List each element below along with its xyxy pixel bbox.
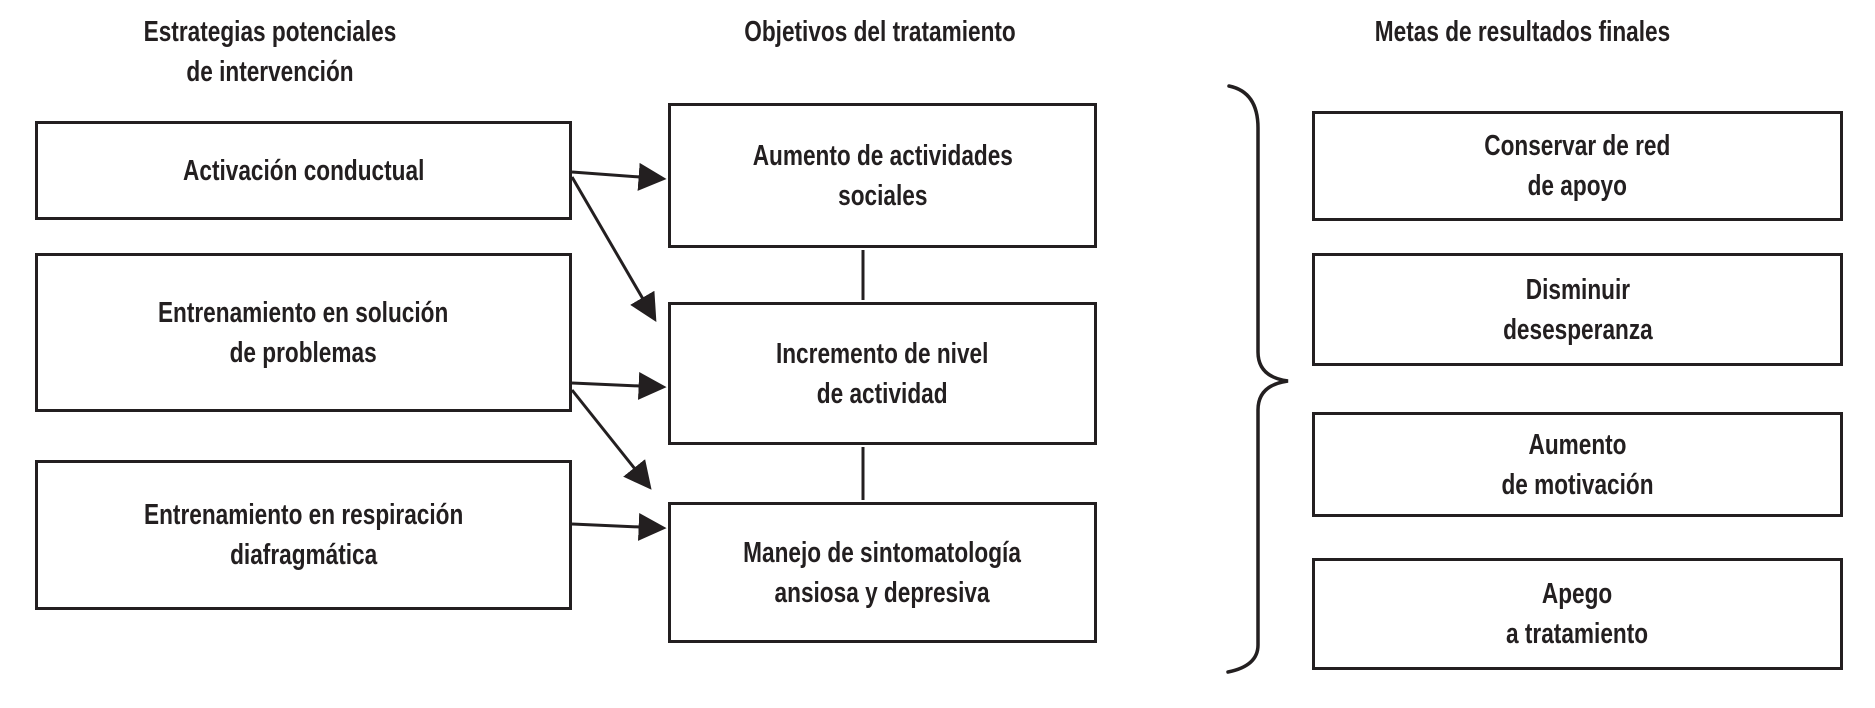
goal-box-apego-tratamiento: Apego a tratamiento [1312,558,1843,670]
goal-box-aumento-motivacion: Aumento de motivación [1312,412,1843,517]
box-label-line: Aumento [1528,428,1627,461]
box-label-line: Disminuir [1525,273,1630,306]
objective-box-sintomatologia: Manejo de sintomatología ansiosa y depre… [668,502,1097,643]
box-label-line: de actividad [817,377,948,410]
column-header-text: Objetivos del tratamiento [708,12,1051,52]
box-label-line: sociales [837,179,928,212]
box-label: Aumento de actividades sociales [752,136,1012,216]
column-header-metas: Metas de resultados finales [1255,12,1790,52]
box-label: Apego a tratamiento [1506,574,1648,654]
box-label: Aumento de motivación [1501,425,1653,505]
strategy-box-respiracion-diafragmatica: Entrenamiento en respiración diafragmáti… [35,460,572,610]
objective-box-actividades-sociales: Aumento de actividades sociales [668,103,1097,248]
box-label-line: ansiosa y depresiva [774,576,991,609]
box-label-line: de motivación [1501,468,1654,501]
box-label: Entrenamiento en respiración diafragmáti… [144,495,463,575]
box-label-line: diafragmática [229,539,378,571]
header-line: de intervención [186,56,354,88]
box-label-line: de apoyo [1527,170,1628,202]
header-line: Estrategias potenciales [143,16,397,48]
box-label-line: Entrenamiento en solución [158,296,449,329]
box-label-line: a tratamiento [1506,618,1649,650]
box-label-line: Activación conductual [182,154,425,187]
arrow-respiracion-to-sintomatologia [571,512,667,541]
box-label-line: Manejo de sintomatología [743,536,1022,569]
arrow-solucion-to-nivel-actividad [571,371,667,400]
box-label: Activación conductual [183,151,424,191]
column-header-estrategias: Estrategias potenciales de intervención [30,12,510,92]
box-label-line: Apego [1542,578,1613,610]
box-label: Entrenamiento en solución de problemas [158,293,448,373]
box-label: Manejo de sintomatología ansiosa y depre… [744,533,1022,613]
box-label-line: Entrenamiento en respiración [143,499,464,531]
goal-box-disminuir-desesperanza: Disminuir desesperanza [1312,253,1843,366]
header-line: Objetivos del tratamiento [744,16,1016,48]
box-label-line: de problemas [229,336,378,369]
arrow-activacion-to-actividades-sociales [571,162,667,191]
box-label-line: Conservar de red [1484,130,1671,162]
column-header-objetivos: Objetivos del tratamiento [660,12,1100,52]
box-label-line: Aumento de actividades [752,139,1013,172]
box-label: Disminuir desesperanza [1503,270,1653,350]
arrow-activacion-to-nivel-actividad [570,176,657,322]
column-header-text: Metas de resultados finales [1314,12,1731,52]
strategy-box-solucion-problemas: Entrenamiento en solución de problemas [35,253,572,412]
box-label: Conservar de red de apoyo [1484,126,1670,206]
header-line: Metas de resultados finales [1374,16,1671,48]
box-label: Incremento de nivel de actividad [776,334,988,414]
box-label-line: Incremento de nivel [776,337,989,370]
goal-box-red-apoyo: Conservar de red de apoyo [1312,111,1843,221]
arrow-solucion-to-sintomatologia [570,389,652,490]
column-header-text: Estrategias potenciales de intervención [83,12,457,92]
strategy-box-activacion-conductual: Activación conductual [35,121,572,220]
curly-brace [1226,84,1289,674]
box-label-line: desesperanza [1502,313,1653,346]
objective-box-nivel-actividad: Incremento de nivel de actividad [668,302,1097,445]
